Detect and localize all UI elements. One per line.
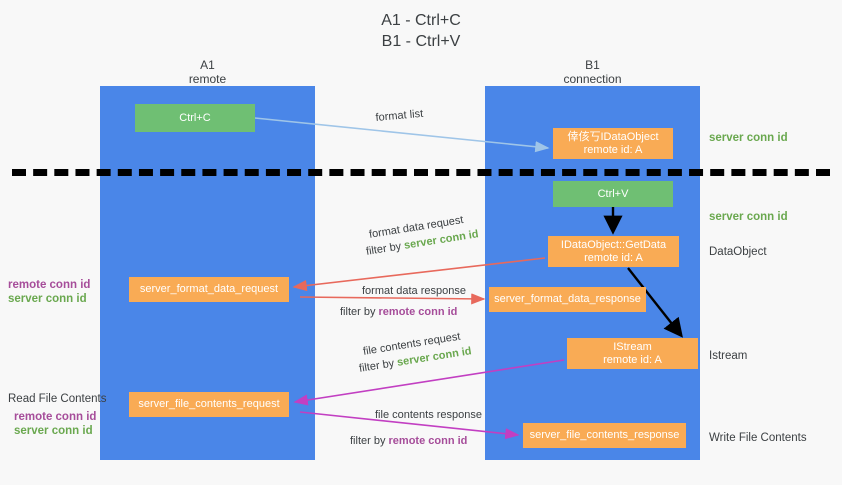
box-istream[interactable]: IStream remote id: A bbox=[567, 338, 698, 369]
filter-remote-conn-id-1: remote conn id bbox=[378, 306, 458, 318]
box-idataobject-line1: 倖侅丂IDataObject bbox=[567, 130, 659, 143]
box-format-data-request-label: server_format_data_request bbox=[139, 283, 279, 295]
box-ctrl-c[interactable]: Ctrl+C bbox=[135, 104, 255, 132]
box-format-data-response-label: server_format_data_response bbox=[494, 293, 641, 305]
box-idataobject-line2: remote id: A bbox=[583, 143, 643, 156]
label-conn-id-group-bottom: remote conn id server conn id bbox=[14, 410, 96, 438]
diagram-title: A1 - Ctrl+C B1 - Ctrl+V bbox=[0, 10, 842, 52]
box-idataobject-getdata[interactable]: IDataObject::GetData remote id: A bbox=[548, 236, 679, 267]
box-getdata-line1: IDataObject::GetData bbox=[560, 238, 667, 251]
phase-divider bbox=[12, 169, 830, 176]
box-istream-line2: remote id: A bbox=[603, 353, 662, 366]
annotation-format-data-response: format data response bbox=[362, 285, 466, 297]
lane-header-b1: B1 connection bbox=[485, 58, 700, 86]
filter-remote-conn-id-2: remote conn id bbox=[388, 435, 468, 447]
connector-file-contents-request bbox=[293, 359, 565, 406]
lane-b1-name: B1 bbox=[585, 58, 600, 72]
title-line-1: A1 - Ctrl+C bbox=[381, 12, 461, 29]
lane-a1-sub: remote bbox=[188, 72, 227, 86]
box-file-contents-response-label: server_file_contents_response bbox=[529, 429, 680, 441]
label-server-conn-id-top: server conn id bbox=[709, 132, 788, 144]
box-ctrl-v[interactable]: Ctrl+V bbox=[553, 181, 673, 207]
box-server-file-contents-request[interactable]: server_file_contents_request bbox=[129, 392, 289, 417]
box-ctrl-c-label: Ctrl+C bbox=[179, 111, 211, 124]
label-dataobject: DataObject bbox=[709, 246, 767, 258]
annotation-file-contents-response-filter: filter by remote conn id bbox=[350, 434, 467, 449]
box-server-file-contents-response[interactable]: server_file_contents_response bbox=[523, 423, 686, 448]
label-remote-conn-id-bottom: remote conn id bbox=[14, 411, 97, 423]
label-server-conn-id-left-bottom: server conn id bbox=[14, 425, 93, 437]
box-server-format-data-response[interactable]: server_format_data_response bbox=[489, 287, 646, 312]
annotation-file-contents-response: file contents response bbox=[375, 409, 483, 421]
box-getdata-line2: remote id: A bbox=[584, 251, 643, 264]
label-istream: Istream bbox=[709, 350, 748, 362]
connector-file-contents-response bbox=[299, 411, 520, 440]
box-server-format-data-request[interactable]: server_format_data_request bbox=[129, 277, 289, 302]
annotation-format-data-response-filter: filter by remote conn id bbox=[340, 305, 457, 320]
connector-getdata-istream bbox=[627, 267, 683, 338]
filter-by-text-4: filter by bbox=[350, 435, 386, 447]
label-server-conn-id-left-top: server conn id bbox=[8, 293, 87, 305]
connector-format-data-response bbox=[299, 293, 486, 305]
label-server-conn-id-mid: server conn id bbox=[709, 211, 788, 223]
box-idataobject[interactable]: 倖侅丂IDataObject remote id: A bbox=[553, 128, 673, 159]
box-ctrl-v-label: Ctrl+V bbox=[597, 187, 629, 200]
connector-format-data-request bbox=[292, 257, 546, 292]
box-file-contents-request-label: server_file_contents_request bbox=[138, 398, 280, 410]
label-read-file-contents: Read File Contents bbox=[8, 393, 107, 405]
box-istream-line1: IStream bbox=[613, 340, 652, 353]
lane-a1-name: A1 bbox=[200, 58, 215, 72]
lane-b1-sub: connection bbox=[563, 72, 622, 86]
title-line-2: B1 - Ctrl+V bbox=[381, 33, 461, 50]
label-write-file-contents: Write File Contents bbox=[709, 432, 807, 444]
connector-format-list bbox=[254, 117, 550, 153]
label-remote-conn-id-top: remote conn id bbox=[8, 279, 91, 291]
filter-by-text-2: filter by bbox=[340, 306, 376, 318]
label-conn-id-group-top: remote conn id server conn id bbox=[8, 278, 90, 306]
lane-header-a1: A1 remote bbox=[100, 58, 315, 86]
